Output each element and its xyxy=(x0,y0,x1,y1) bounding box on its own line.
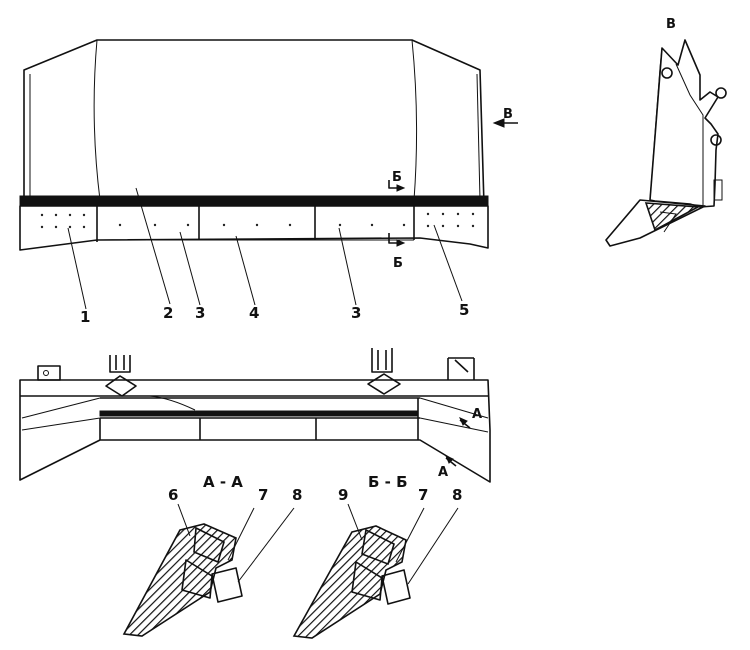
svg-text:5: 5 xyxy=(459,301,469,319)
svg-text:8: 8 xyxy=(292,486,302,504)
cutting-edge-bolts xyxy=(118,223,406,227)
section-cut-b: Б Б xyxy=(388,170,406,271)
part-callouts: 1 2 3 4 3 5 xyxy=(67,187,469,326)
blade-top-view: А А xyxy=(19,348,491,483)
right-end-bit-bolts xyxy=(426,212,475,228)
svg-text:7: 7 xyxy=(418,486,428,504)
section-aa: А - А 6 7 8 xyxy=(122,473,302,637)
side-view-v: В xyxy=(605,17,727,247)
svg-text:А: А xyxy=(438,465,448,480)
svg-text:4: 4 xyxy=(249,304,259,322)
section-cut-a: А А xyxy=(438,407,482,480)
svg-text:А: А xyxy=(472,407,482,422)
svg-text:6: 6 xyxy=(168,486,178,504)
svg-text:В: В xyxy=(503,107,513,122)
svg-text:9: 9 xyxy=(338,486,348,504)
svg-text:7: 7 xyxy=(258,486,268,504)
left-end-bit-bolts xyxy=(40,213,86,229)
svg-text:2: 2 xyxy=(163,304,173,322)
svg-text:3: 3 xyxy=(351,304,361,322)
view-arrow-v: В xyxy=(492,107,518,128)
svg-text:1: 1 xyxy=(80,308,90,326)
svg-text:Б: Б xyxy=(393,256,403,271)
svg-text:А - А: А - А xyxy=(203,473,243,491)
svg-text:3: 3 xyxy=(195,304,205,322)
svg-text:Б - Б: Б - Б xyxy=(368,473,408,491)
blade-front-view: В Б Б 1 2 3 4 3 5 xyxy=(19,39,518,326)
svg-text:Б: Б xyxy=(392,170,402,185)
svg-text:8: 8 xyxy=(452,486,462,504)
svg-text:В: В xyxy=(666,17,676,32)
section-bb: Б - Б 9 7 8 xyxy=(292,473,462,639)
